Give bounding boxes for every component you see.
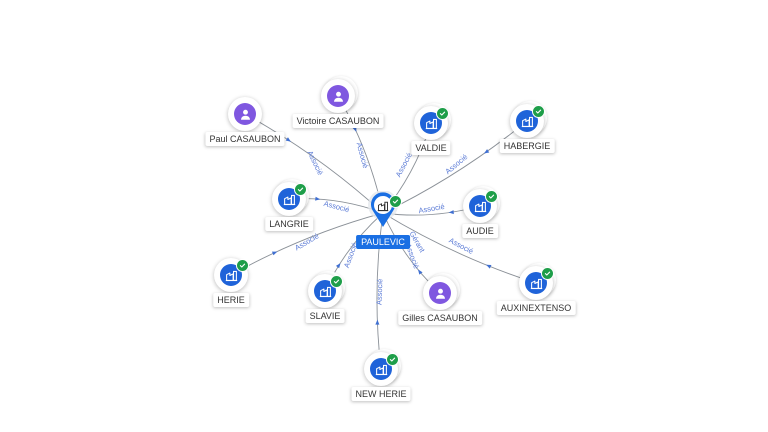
check-icon	[485, 190, 498, 203]
edge-label-auxinextenso: Associé	[447, 236, 474, 256]
node-label: VALDIE	[411, 141, 451, 155]
building-icon	[377, 199, 389, 212]
edge-label-new-herie: Associé	[375, 279, 385, 306]
edge-arrow-langrie	[315, 196, 321, 201]
center-label: PAULEVIC	[356, 235, 410, 249]
check-icon	[386, 353, 399, 366]
edge-arrow-habergie	[483, 149, 490, 154]
node-label: HERIE	[213, 293, 249, 307]
edge-auxinextenso	[382, 212, 537, 284]
check-icon	[294, 183, 307, 196]
node-label: Victoire CASAUBON	[292, 114, 384, 128]
node-label: AUXINEXTENSO	[496, 301, 576, 315]
person-icon	[234, 103, 256, 125]
edge-label-herie: Associé	[293, 231, 320, 252]
edge-arrow-slavie	[335, 263, 341, 269]
node-label: NEW HERIE	[351, 387, 411, 401]
edge-arrow-new-herie	[375, 319, 380, 325]
check-icon	[389, 195, 402, 208]
node-label: Paul CASAUBON	[205, 132, 285, 146]
person-icon	[429, 282, 451, 304]
node-label: LANGRIE	[265, 217, 313, 231]
edge-label-audie: Associé	[418, 202, 445, 215]
check-icon	[236, 259, 249, 272]
edge-arrow-herie	[271, 251, 278, 256]
check-icon	[330, 275, 343, 288]
node-label: SLAVIE	[305, 309, 345, 323]
edge-label-valdie: Associé	[394, 151, 414, 178]
edge-label-langrie: Associé	[323, 199, 351, 214]
node-label: AUDIE	[462, 224, 498, 238]
edge-arrow-auxinextenso	[486, 264, 492, 269]
edge-paul-casaubon	[244, 113, 384, 214]
person-icon	[327, 85, 349, 107]
edge-arrow-gilles-casaubon	[418, 269, 423, 275]
node-label: Gilles CASAUBON	[398, 311, 482, 325]
edge-label-victoire-casaubon: Associé	[355, 142, 370, 170]
check-icon	[541, 267, 554, 280]
check-icon	[532, 105, 545, 118]
check-icon	[436, 107, 449, 120]
edge-arrow-paul-casaubon	[285, 137, 291, 142]
node-label: HABERGIE	[499, 139, 555, 153]
edge-arrow-audie	[448, 210, 454, 215]
